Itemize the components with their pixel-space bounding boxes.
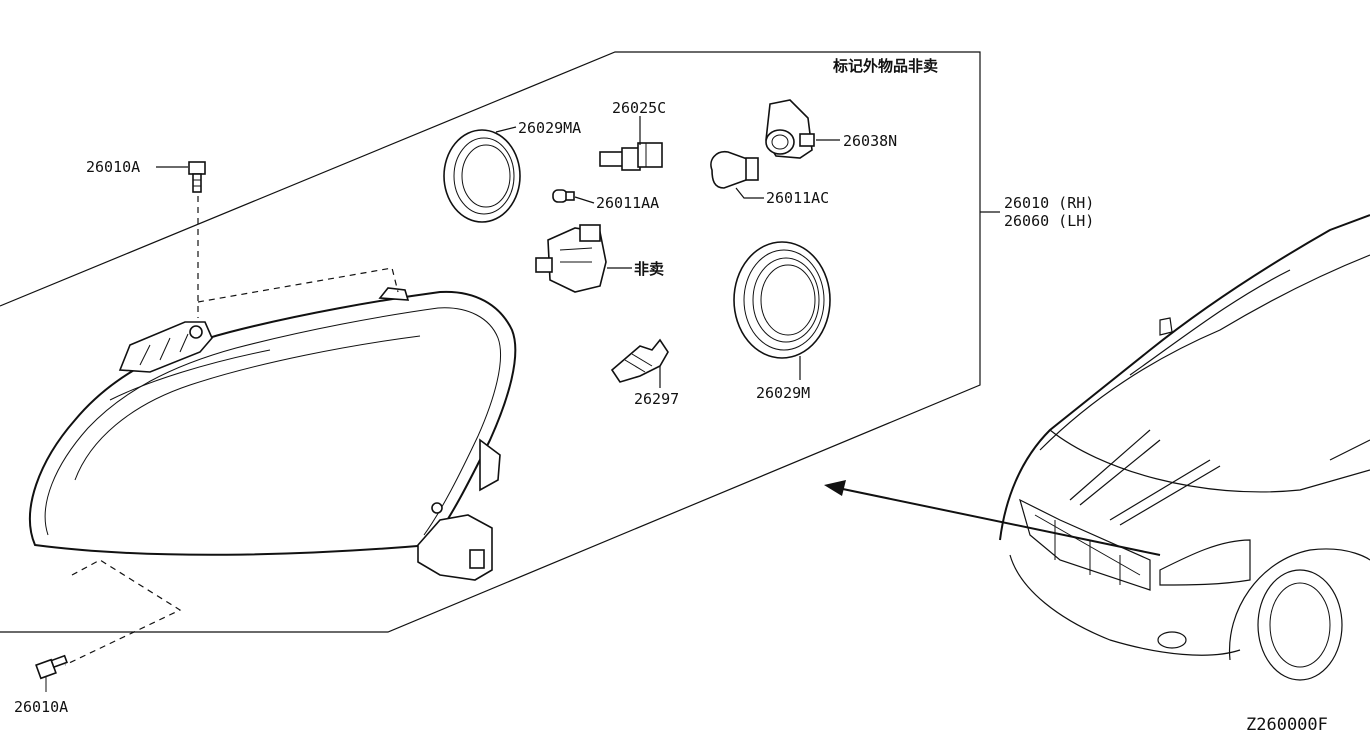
guide-bolt-bottom: [64, 559, 182, 666]
not-sold-note: 标记外物品非卖: [832, 57, 938, 75]
label-26010-rh: 26010 (RH): [1004, 194, 1094, 212]
seal-26029M[interactable]: [733, 241, 831, 359]
label-26010A-top: 26010A: [86, 158, 140, 176]
label-26029M: 26029M: [756, 384, 810, 402]
assembly-frame: [0, 51, 981, 633]
bulb-26297[interactable]: [610, 338, 669, 383]
headlamp-assembly[interactable]: [28, 287, 517, 581]
bolt-26010A-bottom[interactable]: [35, 654, 68, 692]
seal-26029MA[interactable]: [443, 129, 521, 223]
bulb-26025C[interactable]: [599, 142, 663, 171]
label-26011AC: 26011AC: [766, 189, 829, 207]
bolt-26010A-top[interactable]: [188, 161, 206, 193]
diagram-code: Z260000F: [1246, 715, 1328, 735]
label-26025C: 26025C: [612, 99, 666, 117]
label-26011AA: 26011AA: [596, 194, 659, 212]
vehicle-front-view: [999, 214, 1370, 681]
direction-arrow-head: [824, 480, 846, 496]
label-26010A-bottom: 26010A: [14, 698, 68, 716]
bulb-26011AA[interactable]: [552, 189, 575, 203]
bulb-26011AC[interactable]: [710, 150, 759, 189]
label-26297: 26297: [634, 390, 679, 408]
guide-top: [197, 267, 399, 303]
label-26060-lh: 26060 (LH): [1004, 212, 1094, 230]
leader-26011AA: [574, 196, 595, 204]
leader-26011AC: [735, 187, 764, 199]
label-not-sold: 非卖: [634, 260, 664, 278]
direction-arrow: [837, 487, 1161, 556]
socket-26038N[interactable]: [765, 99, 815, 159]
label-26038N: 26038N: [843, 132, 897, 150]
leader-26029MA: [495, 126, 517, 133]
actuator-not-sold[interactable]: [535, 224, 607, 293]
label-26029MA: 26029MA: [518, 119, 581, 137]
